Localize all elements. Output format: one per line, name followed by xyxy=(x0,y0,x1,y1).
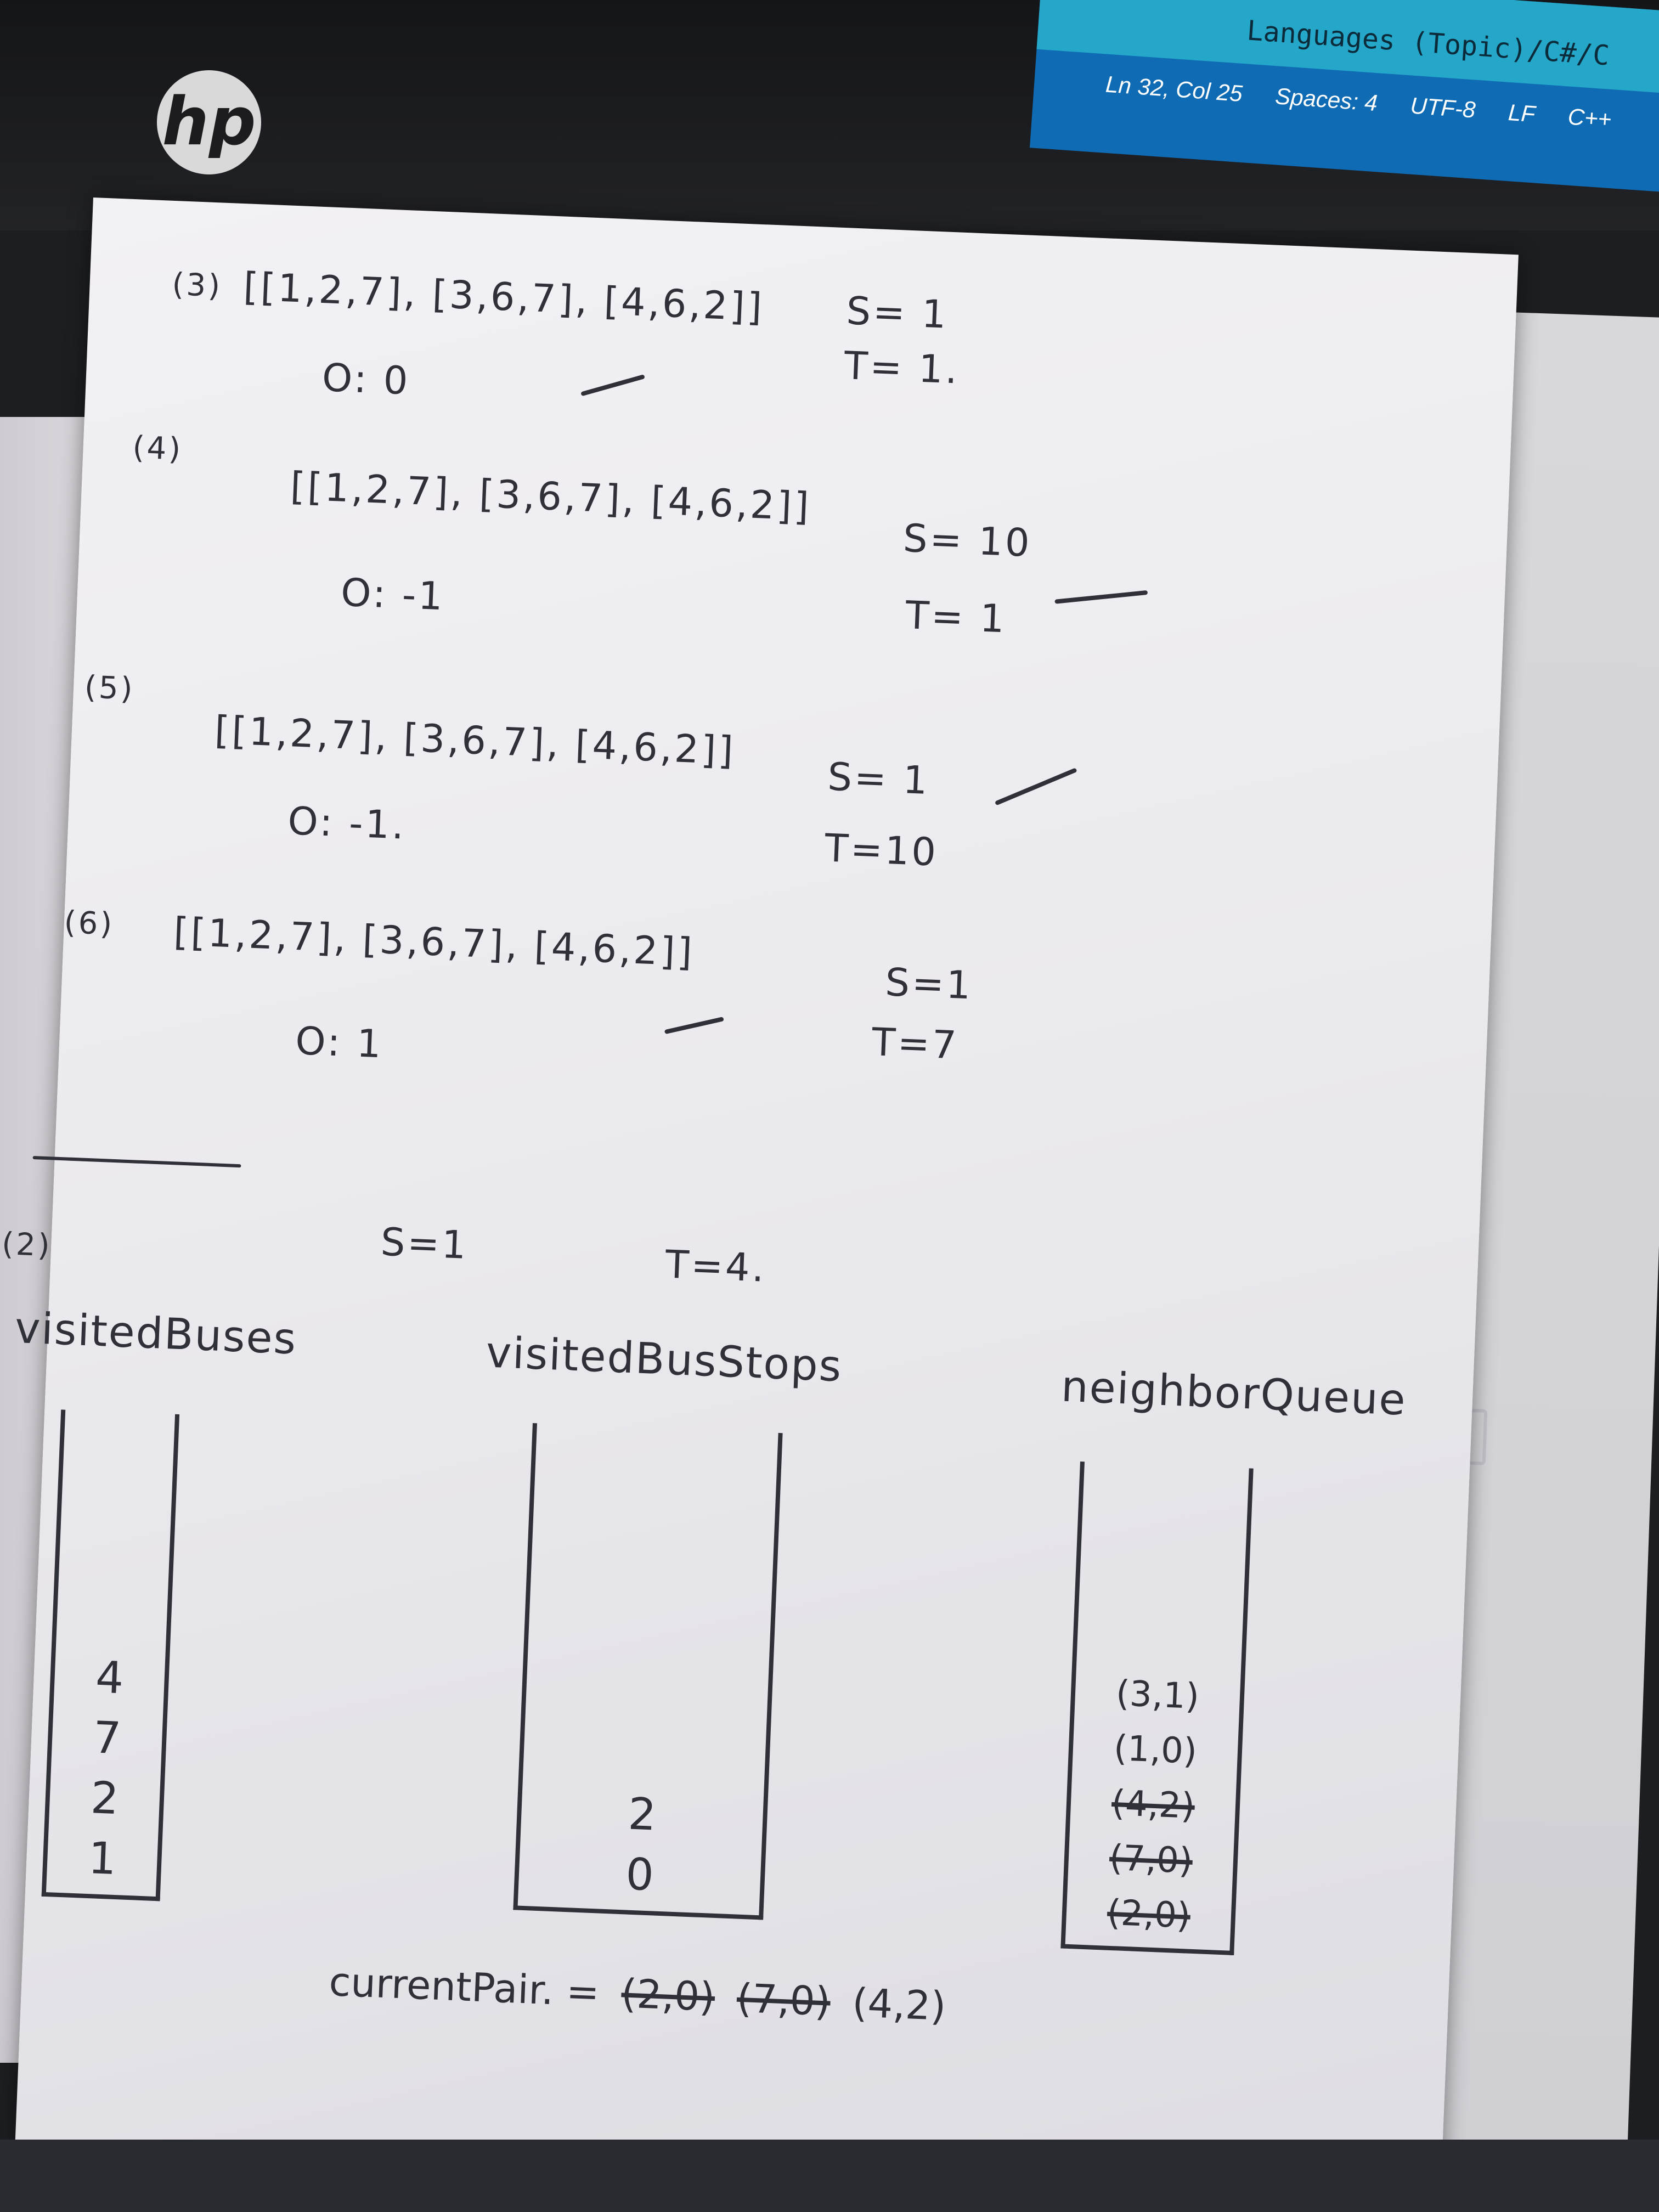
trace-target: T=4. xyxy=(664,1242,768,1291)
case-3-source: S= 1 xyxy=(845,288,950,337)
current-pair-item: (2,0) xyxy=(620,1970,716,2021)
current-pair-item: (7,0) xyxy=(736,1974,832,2025)
case-6-output: O: 1 xyxy=(294,1018,385,1067)
neighbor-queue-item: (4,2) xyxy=(1110,1782,1196,1827)
case-4-routes: [[1,2,7], [3,6,7], [4,6,2]] xyxy=(289,463,812,529)
current-pair-label: currentPair. = xyxy=(328,1958,601,2016)
visited-buses-label: visitedBuses xyxy=(14,1303,298,1364)
visited-buses-item: 1 xyxy=(87,1832,117,1885)
check-mark xyxy=(1054,590,1148,604)
neighbor-queue-items: (3,1) (1,0) (4,2) (7,0) (2,0) xyxy=(1065,1670,1240,1940)
case-6-target: T=7 xyxy=(871,1019,960,1068)
visited-buses-item: 7 xyxy=(92,1712,122,1764)
visited-buses-item: 2 xyxy=(89,1772,120,1825)
trace-source: S=1 xyxy=(380,1219,470,1268)
current-pair-row: currentPair. = (2,0) (7,0) (4,2) xyxy=(328,1959,947,2029)
case-5-routes: [[1,2,7], [3,6,7], [4,6,2]] xyxy=(213,707,736,774)
trace-number: (2) xyxy=(1,1226,53,1264)
neighbor-queue-stack: (3,1) (1,0) (4,2) (7,0) (2,0) xyxy=(1060,1462,1254,1956)
status-indentation[interactable]: Spaces: 4 xyxy=(1274,83,1379,116)
neighbor-queue-item: (2,0) xyxy=(1106,1892,1192,1937)
case-4-target: T= 1 xyxy=(905,592,1008,642)
neighbor-queue-label: neighborQueue xyxy=(1060,1362,1408,1425)
case-4-source: S= 10 xyxy=(902,515,1033,566)
check-mark xyxy=(664,1017,724,1035)
check-mark xyxy=(994,768,1077,806)
visited-bus-stops-item: 0 xyxy=(624,1848,655,1901)
case-6-source: S=1 xyxy=(884,960,974,1008)
case-3-output: O: 0 xyxy=(321,355,411,404)
case-5-source: S= 1 xyxy=(827,754,931,804)
neighbor-queue-item: (7,0) xyxy=(1108,1837,1194,1882)
status-cursor-position[interactable]: Ln 32, Col 25 xyxy=(1104,71,1244,106)
case-3-routes: [[1,2,7], [3,6,7], [4,6,2]] xyxy=(242,264,765,330)
case-5-output: O: -1. xyxy=(287,798,407,848)
visited-buses-items: 4 7 2 1 xyxy=(47,1651,166,1886)
case-5-target: T=10 xyxy=(823,825,939,875)
current-pair-item: (4,2) xyxy=(851,1979,947,2029)
desk-edge xyxy=(0,2140,1659,2212)
visited-buses-stack: 4 7 2 1 xyxy=(41,1409,180,1901)
vscode-window-edge: Languages (Topic)/C#/C Ln 32, Col 25 Spa… xyxy=(1029,0,1659,196)
monitor-screen: Languages (Topic)/C#/C Ln 32, Col 25 Spa… xyxy=(0,0,1659,230)
visited-buses-item: 4 xyxy=(94,1651,125,1704)
status-encoding[interactable]: UTF-8 xyxy=(1409,92,1477,123)
current-pair-values: (2,0) (7,0) (4,2) xyxy=(620,1970,947,2029)
editor-title: Languages (Topic)/C#/C xyxy=(1245,14,1611,72)
case-3-target: T= 1. xyxy=(843,343,961,393)
hp-logo: hp xyxy=(157,70,261,174)
case-6-routes: [[1,2,7], [3,6,7], [4,6,2]] xyxy=(172,909,696,975)
visited-bus-stops-item: 2 xyxy=(627,1788,657,1841)
case-6-number: (6) xyxy=(63,904,115,943)
case-5-number: (5) xyxy=(83,669,136,707)
notebook-page: (3) [[1,2,7], [3,6,7], [4,6,2]] O: 0 S= … xyxy=(1,198,1519,2207)
case-3-number: (3) xyxy=(171,266,223,304)
visited-bus-stops-label: visitedBusStops xyxy=(485,1328,844,1392)
status-language[interactable]: C++ xyxy=(1567,103,1612,132)
section-divider xyxy=(32,1155,241,1168)
neighbor-queue-item: (1,0) xyxy=(1113,1728,1198,1772)
case-4-output: O: -1 xyxy=(340,569,446,619)
status-eol[interactable]: LF xyxy=(1507,99,1536,127)
case-4-number: (4) xyxy=(132,430,184,467)
neighbor-queue-item: (3,1) xyxy=(1115,1673,1200,1718)
check-mark xyxy=(580,374,645,397)
